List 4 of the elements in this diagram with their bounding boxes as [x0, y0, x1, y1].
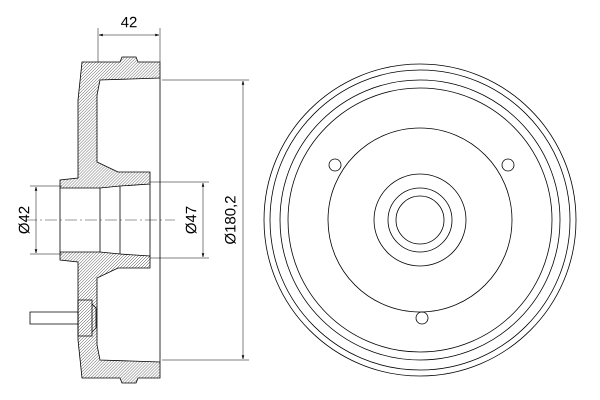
dimension-label: Ø180,2: [224, 196, 238, 244]
dimension-label: Ø47: [185, 206, 197, 234]
dimension-label: 42: [121, 16, 137, 28]
dimension-label: Ø42: [18, 206, 30, 234]
